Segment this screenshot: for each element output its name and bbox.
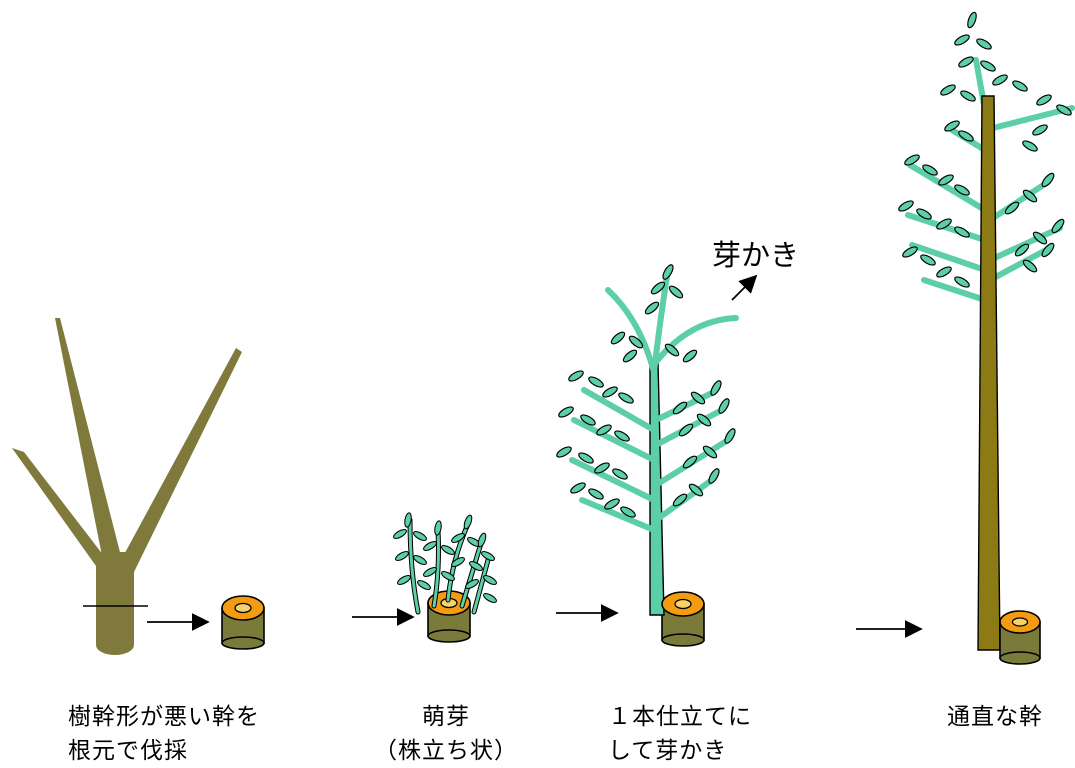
caption-line: 樹幹形が悪い幹を xyxy=(68,704,260,730)
caption-line: 根元で伐採 xyxy=(68,738,188,764)
caption-line: １本仕立てに xyxy=(608,704,752,730)
poor-tree-trunk xyxy=(96,552,134,644)
caption-line: 萌芽 xyxy=(422,704,470,730)
sprout-stem xyxy=(649,361,665,616)
single-stem-tree xyxy=(554,262,758,647)
caption-line: （株立ち状） xyxy=(374,738,518,764)
coppice-sprouts xyxy=(391,511,499,643)
caption-stage-4: 通直な幹 xyxy=(940,700,1050,734)
poor-tree xyxy=(12,318,242,655)
caption-stage-1: 樹幹形が悪い幹を 根元で伐採 xyxy=(68,700,260,768)
poor-tree-branch-left xyxy=(12,448,107,566)
poor-tree-branch-center xyxy=(55,318,122,566)
poor-tree-branch-right xyxy=(120,348,242,572)
caption-line: 通直な幹 xyxy=(947,704,1043,730)
straight-tree xyxy=(896,10,1075,665)
stump-2 xyxy=(427,590,471,643)
caption-stage-2: 萌芽 （株立ち状） xyxy=(368,700,524,768)
bud-removal-pointer xyxy=(731,274,758,301)
stump-3-top xyxy=(661,591,705,617)
caption-line: して芽かき xyxy=(608,738,728,764)
stump-1 xyxy=(221,595,265,650)
poor-tree-root xyxy=(96,635,134,655)
bud-removal-label: 芽かき xyxy=(712,238,800,272)
stump-4 xyxy=(999,610,1041,665)
straight-trunk xyxy=(977,95,1001,651)
caption-stage-3: １本仕立てに して芽かき xyxy=(608,700,752,768)
